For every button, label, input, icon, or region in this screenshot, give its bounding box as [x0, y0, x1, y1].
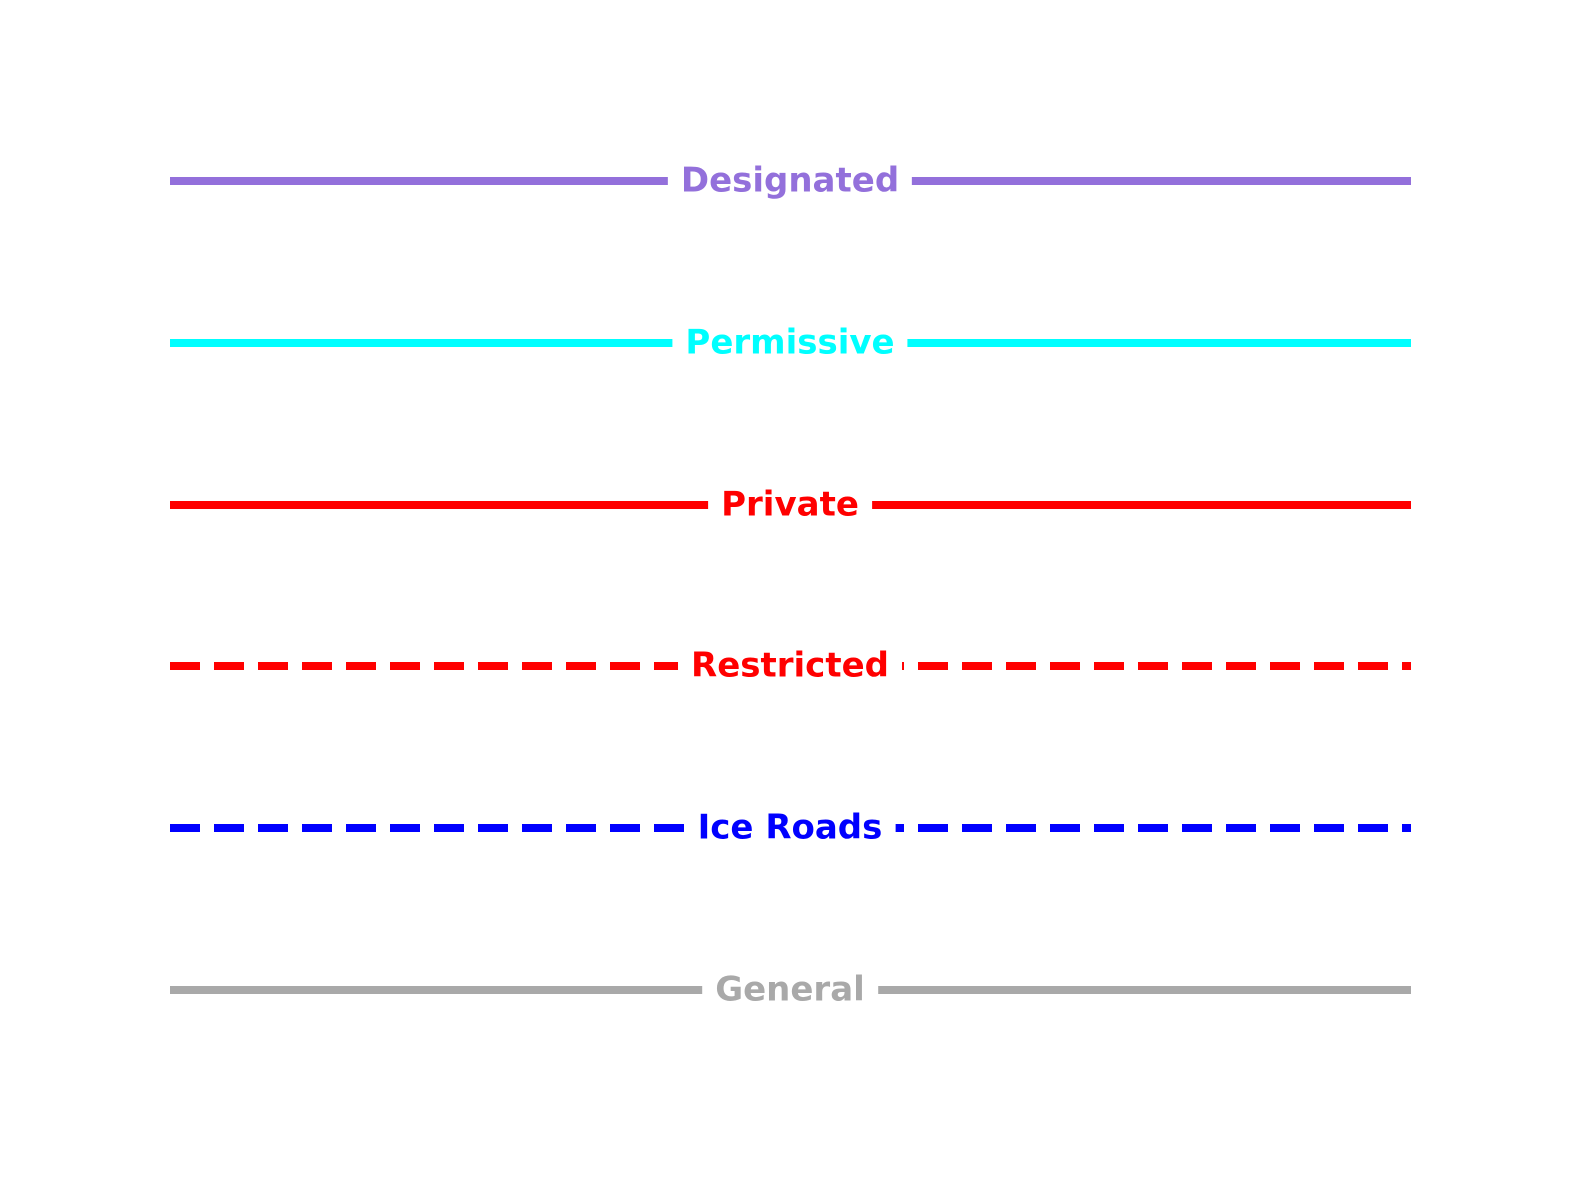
ice-roads-label: Ice Roads [684, 807, 896, 849]
general-label: General [702, 969, 878, 1011]
restricted-label: Restricted [678, 645, 902, 687]
private-label: Private [708, 484, 872, 526]
permissive-label: Permissive [672, 322, 908, 364]
designated-label: Designated [667, 160, 913, 202]
